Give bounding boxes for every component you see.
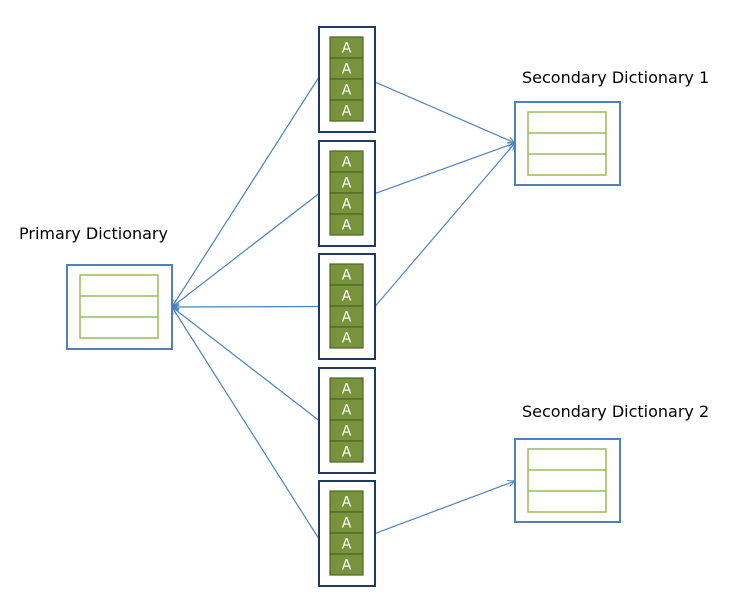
- record-cell: [329, 440, 364, 463]
- secondary-dictionary-1-table: [527, 111, 607, 176]
- record-cell-label: A: [342, 558, 352, 574]
- arrow-to-primary: [172, 307, 320, 308]
- record-cell-label: A: [342, 382, 352, 398]
- secondary-dictionary-2-label: Secondary Dictionary 2: [522, 402, 709, 421]
- secondary-dictionary-1: Secondary Dictionary 1: [514, 68, 709, 186]
- record-cell-label: A: [342, 197, 352, 213]
- arrow-to-primary: [172, 307, 320, 540]
- record-cell-label: A: [342, 155, 352, 171]
- primary-dictionary-label: Primary Dictionary: [19, 224, 168, 243]
- arrow-to-secondary-1: [374, 143, 515, 307]
- record-cell-label: A: [342, 310, 352, 326]
- arrow-to-primary: [172, 76, 320, 307]
- record-cell-label: A: [342, 218, 352, 234]
- record-cell: [329, 553, 364, 576]
- secondary-dictionary-2: Secondary Dictionary 2: [514, 402, 709, 523]
- record-cell: [329, 326, 364, 349]
- record-cell-label: A: [342, 104, 352, 120]
- arrow-to-secondary-1: [374, 143, 515, 195]
- record-cell-label: A: [342, 495, 352, 511]
- record-cell: [329, 99, 364, 122]
- arrows-group: [172, 76, 515, 540]
- arrow-to-secondary-1: [374, 81, 515, 144]
- record-cell: [329, 213, 364, 236]
- record-cell-label: A: [342, 289, 352, 305]
- secondary-dictionary-2-table: [527, 448, 607, 513]
- record-cell-label: A: [342, 41, 352, 57]
- record-cell-label: A: [342, 537, 352, 553]
- record-cell-label: A: [342, 331, 352, 347]
- secondary-dictionary-1-label: Secondary Dictionary 1: [522, 68, 709, 87]
- record-cell-label: A: [342, 176, 352, 192]
- record-cell-label: A: [342, 403, 352, 419]
- primary-dictionary: Primary Dictionary: [19, 224, 173, 350]
- record-cell-label: A: [342, 516, 352, 532]
- primary-dictionary-table: [79, 274, 159, 339]
- record-cell-label: A: [342, 424, 352, 440]
- record-cell-label: A: [342, 62, 352, 78]
- arrow-to-primary: [172, 193, 320, 308]
- arrow-to-secondary-2: [374, 481, 515, 535]
- record-cell-label: A: [342, 445, 352, 461]
- record-cell-label: A: [342, 268, 352, 284]
- arrow-to-primary: [172, 307, 320, 421]
- record-cell-label: A: [342, 83, 352, 99]
